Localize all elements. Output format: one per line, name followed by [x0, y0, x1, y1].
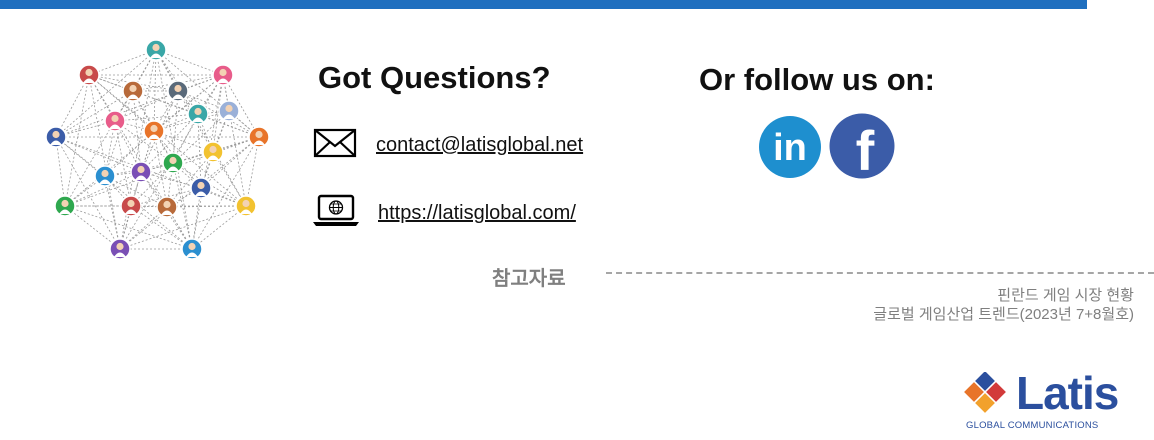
person-avatar-icon	[181, 238, 203, 260]
laptop-globe-icon	[311, 193, 361, 234]
facebook-icon[interactable]: f	[829, 113, 895, 179]
person-avatar-icon	[109, 238, 131, 260]
website-row: https://latisglobal.com/	[311, 193, 576, 234]
latis-logo-mark	[964, 372, 1006, 413]
person-avatar-icon	[94, 165, 116, 187]
reference-item: 글로벌 게임산업 트렌드(2023년 7+8월호)	[873, 306, 1134, 323]
website-link[interactable]: https://latisglobal.com/	[378, 202, 576, 224]
person-avatar-icon	[145, 39, 167, 61]
person-avatar-icon	[122, 80, 144, 102]
people-network-illustration	[45, 39, 270, 260]
latis-logo: Latis GLOBAL COMMUNICATIONS	[964, 367, 1124, 432]
linkedin-icon[interactable]: in	[758, 115, 822, 179]
person-avatar-icon	[202, 141, 224, 163]
latis-logo-wordmark: Latis	[1016, 367, 1119, 419]
person-avatar-icon	[190, 177, 212, 199]
person-avatar-icon	[45, 126, 67, 148]
person-avatar-icon	[212, 64, 234, 86]
references-divider	[606, 272, 1154, 274]
person-avatar-icon	[130, 161, 152, 183]
email-link[interactable]: contact@latisglobal.net	[376, 134, 584, 156]
latis-logo-tagline: GLOBAL COMMUNICATIONS	[966, 420, 1099, 431]
person-avatar-icon	[162, 152, 184, 174]
person-avatar-icon	[78, 64, 100, 86]
person-avatar-icon	[120, 195, 142, 217]
facebook-label: f	[856, 119, 875, 179]
person-avatar-icon	[248, 126, 270, 148]
person-avatar-icon	[143, 120, 165, 142]
person-avatar-icon	[218, 100, 240, 122]
email-row: contact@latisglobal.net	[313, 127, 583, 164]
person-avatar-icon	[156, 196, 178, 218]
follow-us-heading: Or follow us on:	[699, 62, 935, 97]
got-questions-heading: Got Questions?	[318, 60, 551, 95]
linkedin-label: in	[773, 127, 807, 169]
person-avatar-icon	[167, 80, 189, 102]
person-avatar-icon	[104, 110, 126, 132]
reference-item: 핀란드 게임 시장 현황	[997, 287, 1134, 304]
person-avatar-icon	[235, 195, 257, 217]
references-title: 참고자료	[492, 268, 566, 290]
top-accent-bar	[0, 0, 1087, 9]
person-avatar-icon	[187, 103, 209, 125]
person-avatar-icon	[54, 195, 76, 217]
envelope-icon	[313, 127, 357, 164]
